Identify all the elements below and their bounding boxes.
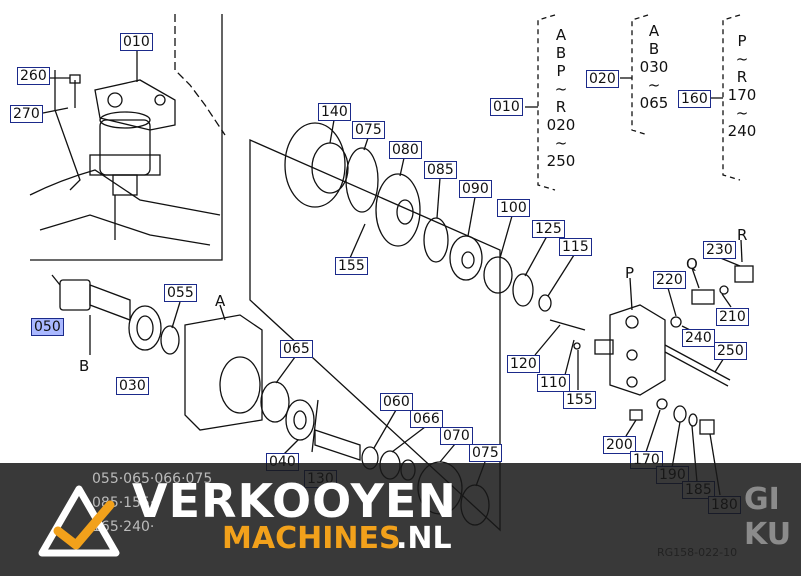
part-label-030[interactable]: 030 <box>116 377 149 395</box>
legend-line: ~ <box>647 76 661 94</box>
part-label-270[interactable]: 270 <box>10 105 43 123</box>
legend-line: B <box>555 44 567 62</box>
part-label-230[interactable]: 230 <box>703 241 736 259</box>
legend-line: 170 <box>727 86 757 104</box>
legend-line: 250 <box>546 152 576 170</box>
legend-ref-160[interactable]: 160 <box>678 90 711 108</box>
watermark-banner <box>0 463 801 576</box>
legend-line: ~ <box>735 50 749 68</box>
legend-line: 240 <box>727 122 757 140</box>
part-label-140[interactable]: 140 <box>318 103 351 121</box>
part-label-066[interactable]: 066 <box>410 410 443 428</box>
part-label-120[interactable]: 120 <box>507 355 540 373</box>
drawing-reference: RG158-022-10 <box>657 546 738 559</box>
part-label-060[interactable]: 060 <box>380 393 413 411</box>
part-label-220[interactable]: 220 <box>653 271 686 289</box>
legend-line: 030 <box>639 58 669 76</box>
legend-line: B <box>648 40 660 58</box>
legend-ref-020[interactable]: 020 <box>586 70 619 88</box>
kit-note-line: 165·240· <box>92 519 155 535</box>
port-letter-r: R <box>737 226 748 244</box>
part-label-090[interactable]: 090 <box>459 180 492 198</box>
part-label-055[interactable]: 055 <box>164 284 197 302</box>
legend-line: 065 <box>639 94 669 112</box>
brand-logo-icon <box>38 485 120 557</box>
part-label-250[interactable]: 250 <box>714 342 747 360</box>
brand-name-bottom: MACHINES <box>222 521 401 556</box>
part-label-085[interactable]: 085 <box>424 161 457 179</box>
legend-group-160: P ~ R 170 ~ 240 <box>724 32 760 140</box>
part-label-080[interactable]: 080 <box>389 141 422 159</box>
legend-line: P <box>556 62 566 80</box>
part-label-240[interactable]: 240 <box>682 329 715 347</box>
kit-note-line: 055·065·066·075 <box>92 471 213 487</box>
part-label-260[interactable]: 260 <box>17 67 50 85</box>
part-label-210[interactable]: 210 <box>716 308 749 326</box>
part-label-115[interactable]: 115 <box>559 238 592 256</box>
port-letter-p: P <box>625 264 635 282</box>
legend-line: 020 <box>546 116 576 134</box>
kit-notes: 055·065·066·075 085·155· 165·240· <box>92 467 212 539</box>
part-label-155-bottom[interactable]: 155 <box>563 391 596 409</box>
part-label-050[interactable]: 050 <box>31 318 64 336</box>
legend-line: ~ <box>554 80 568 98</box>
part-label-065[interactable]: 065 <box>280 340 313 358</box>
part-label-155-top[interactable]: 155 <box>335 257 368 275</box>
part-label-125[interactable]: 125 <box>532 220 565 238</box>
legend-line: A <box>555 26 567 44</box>
part-label-110[interactable]: 110 <box>537 374 570 392</box>
legend-line: P <box>737 32 747 50</box>
part-label-075-bottom[interactable]: 075 <box>469 444 502 462</box>
brand-name-top: VERKOOYEN <box>132 474 457 528</box>
port-letter-q: Q <box>686 255 698 273</box>
legend-line: ~ <box>735 104 749 122</box>
legend-line: R <box>736 68 748 86</box>
legend-line: ~ <box>554 134 568 152</box>
port-letter-b: B <box>79 357 90 375</box>
part-label-100[interactable]: 100 <box>497 199 530 217</box>
part-label-010[interactable]: 010 <box>120 33 153 51</box>
legend-ref-010[interactable]: 010 <box>490 98 523 116</box>
part-label-070[interactable]: 070 <box>440 427 473 445</box>
part-label-075-top[interactable]: 075 <box>352 121 385 139</box>
legend-group-020: A B 030 ~ 065 <box>636 22 672 112</box>
part-label-200[interactable]: 200 <box>603 436 636 454</box>
brand-domain-suffix: .NL <box>396 521 452 556</box>
legend-line: R <box>555 98 567 116</box>
legend-group-010: A B P ~ R 020 ~ 250 <box>543 26 579 170</box>
port-letter-a: A <box>215 292 226 310</box>
legend-line: A <box>648 22 660 40</box>
